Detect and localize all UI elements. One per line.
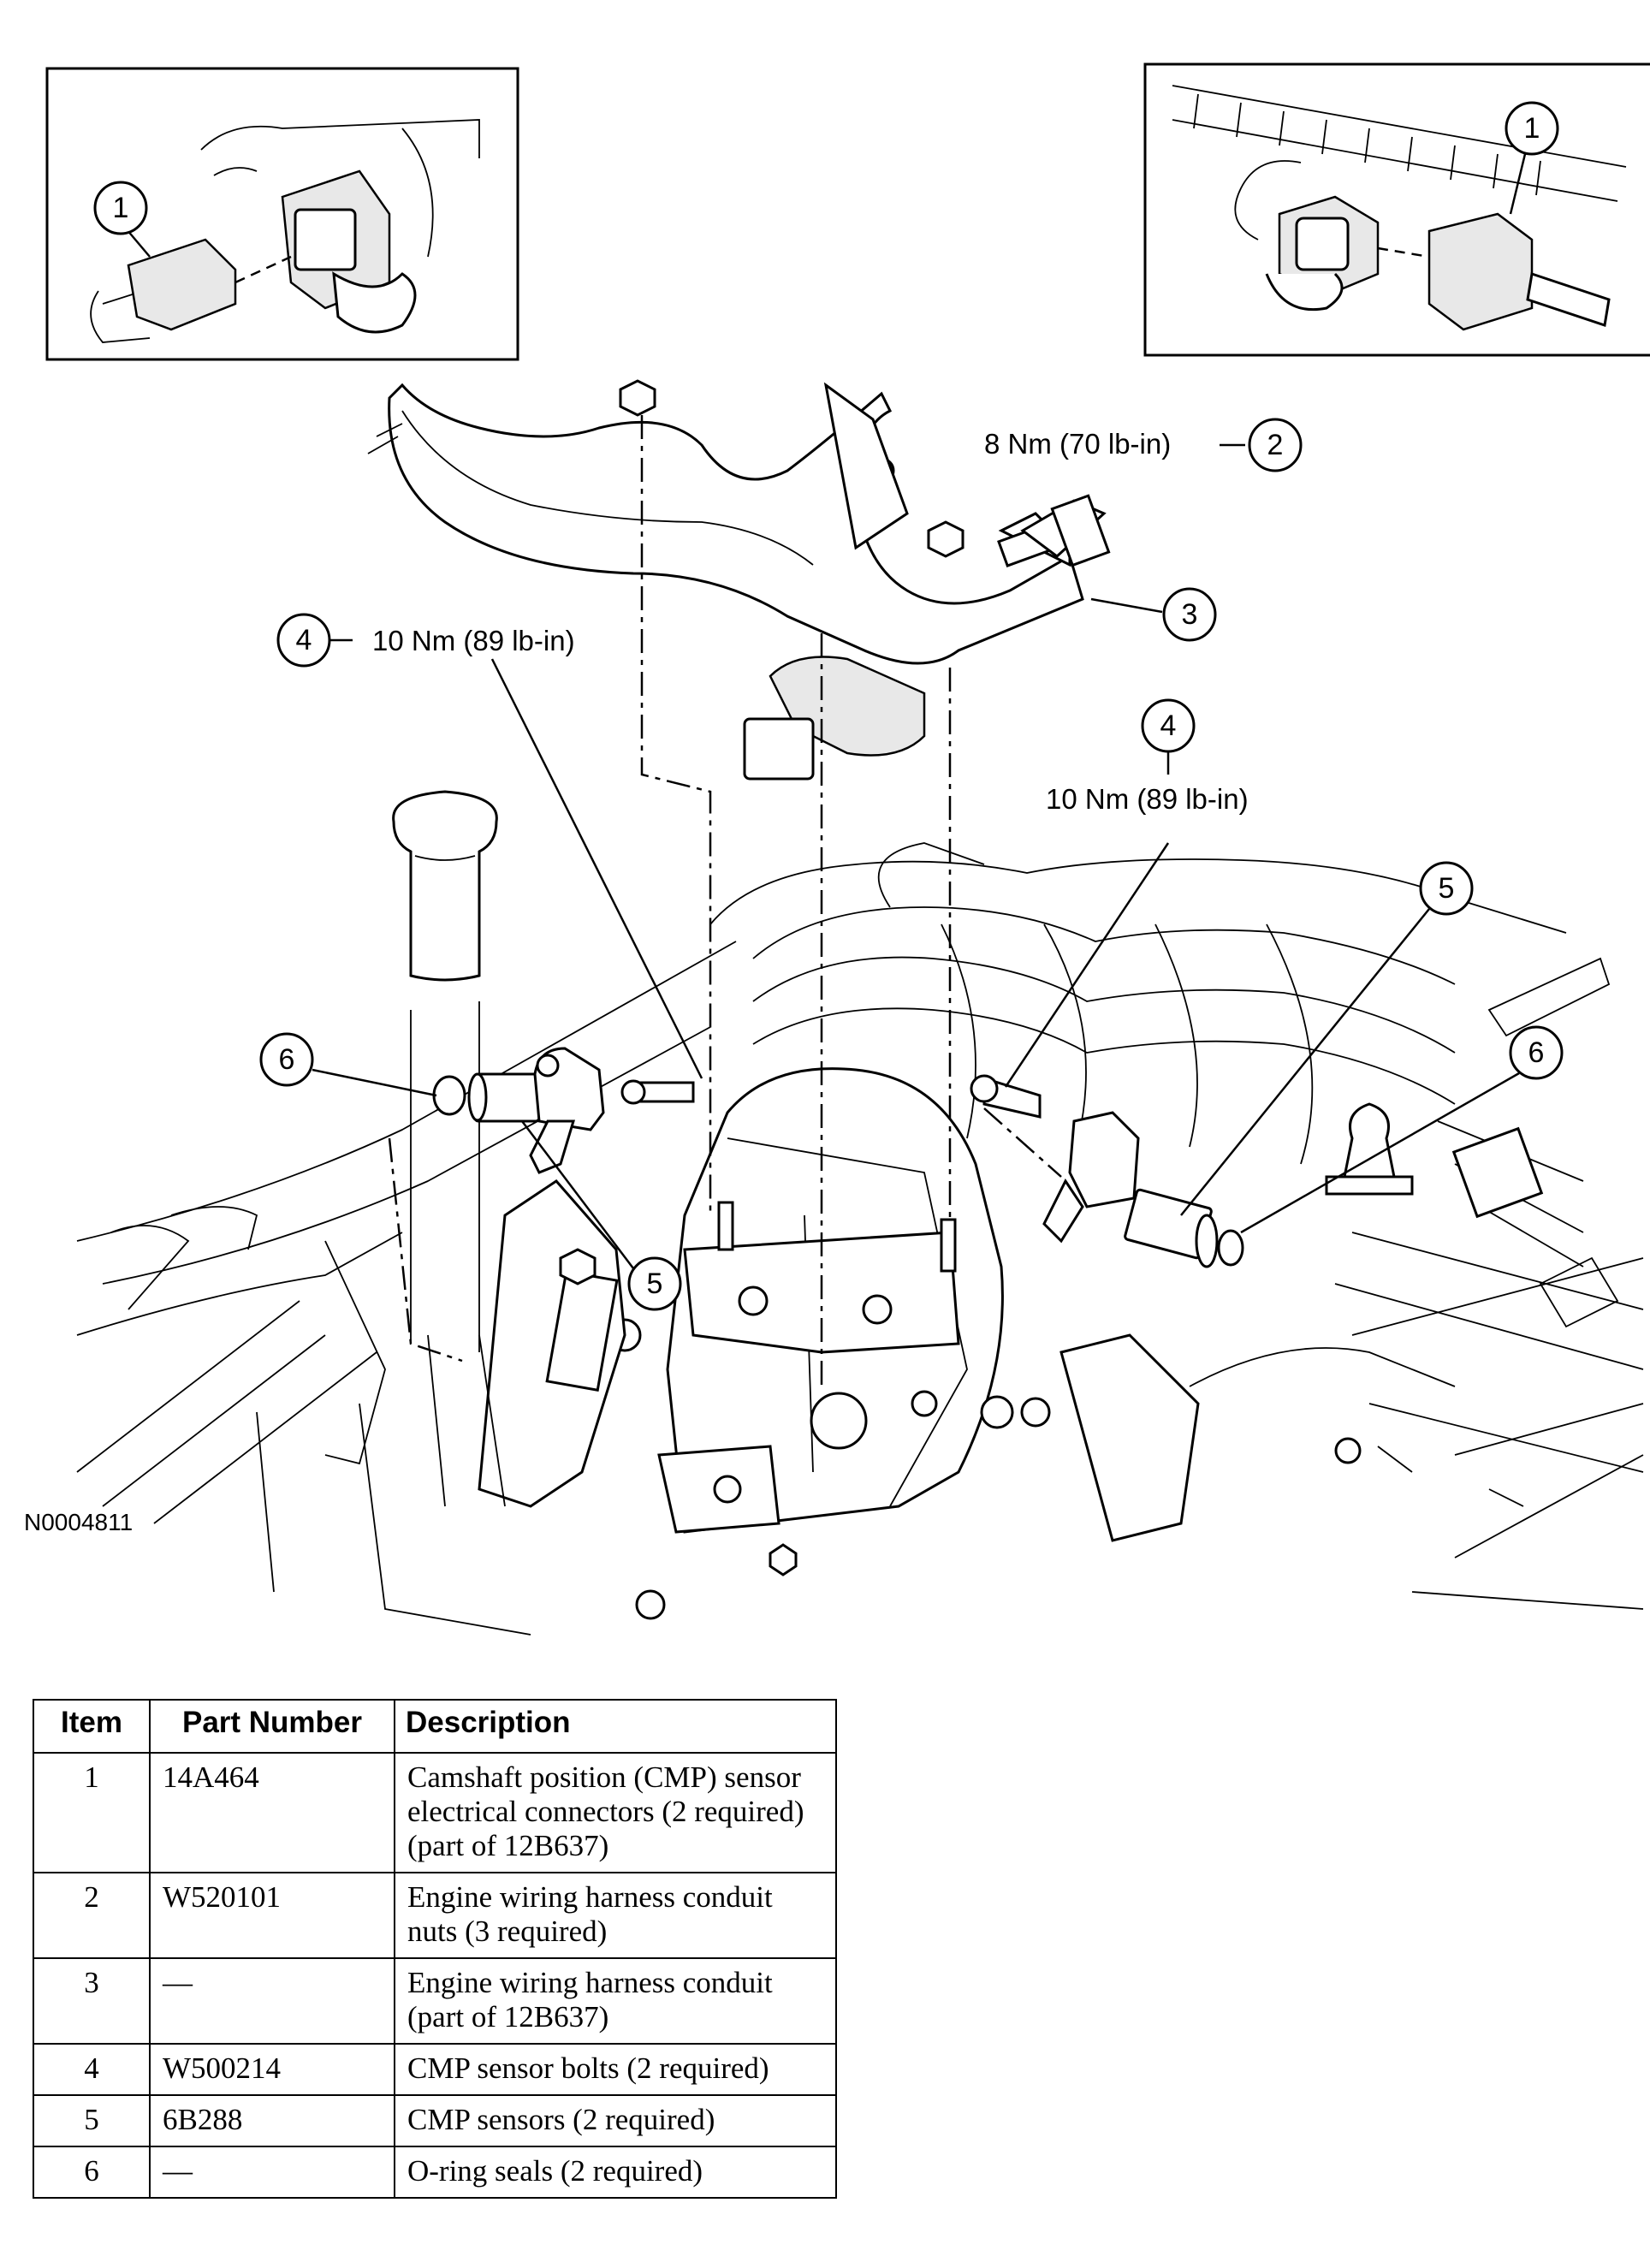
- callout-5-left: 5: [647, 1268, 663, 1300]
- row-part-number: —: [149, 1957, 395, 2045]
- nut-right: [927, 520, 964, 558]
- callout-1-left: 1: [113, 192, 129, 224]
- row-description: CMP sensor bolts (2 required): [394, 2043, 837, 2096]
- table-row: 1 14A464 Camshaft position (CMP) sensor …: [33, 1752, 837, 1873]
- torque-label-bolt-left: 10 Nm (89 lb-in): [372, 625, 575, 656]
- torque-label-bolt-right: 10 Nm (89 lb-in): [1046, 783, 1249, 815]
- inset-right: 1: [1143, 62, 1650, 357]
- table-header-row: Item Part Number Description: [33, 1699, 837, 1754]
- row-part-number: 14A464: [149, 1752, 395, 1873]
- row-description: O-ring seals (2 required): [394, 2146, 837, 2199]
- row-item: 1: [33, 1752, 151, 1873]
- row-description: Engine wiring harness conduit nuts (3 re…: [394, 1872, 837, 1959]
- callout-1-right: 1: [1524, 112, 1540, 145]
- header-item: Item: [33, 1699, 151, 1754]
- callout-4-left: 4: [296, 624, 312, 656]
- sensor-right: [970, 1074, 1244, 1268]
- sensor-left: [432, 1047, 695, 1174]
- row-description: Engine wiring harness conduit (part of 1…: [394, 1957, 837, 2045]
- header-part-number: Part Number: [149, 1699, 395, 1754]
- row-description: Camshaft position (CMP) sensor electrica…: [394, 1752, 837, 1873]
- row-description: CMP sensors (2 required): [394, 2094, 837, 2147]
- row-item: 3: [33, 1957, 151, 2045]
- row-item: 2: [33, 1872, 151, 1959]
- row-part-number: —: [149, 2146, 395, 2199]
- callout-3: 3: [1182, 598, 1198, 631]
- row-item: 4: [33, 2043, 151, 2096]
- parts-table: Item Part Number Description 1 14A464 Ca…: [33, 1699, 837, 2199]
- table-row: 5 6B288 CMP sensors (2 required): [33, 2094, 837, 2147]
- row-item: 5: [33, 2094, 151, 2147]
- row-part-number: W520101: [149, 1872, 395, 1959]
- exploded-view-diagram: 1 1 8 Nm (70 lb-in): [45, 62, 1650, 1636]
- row-item: 6: [33, 2146, 151, 2199]
- callout-6-left: 6: [279, 1043, 295, 1076]
- table-row: 2 W520101 Engine wiring harness conduit …: [33, 1872, 837, 1959]
- leader-lines: [388, 415, 1170, 1386]
- table-row: 3 — Engine wiring harness conduit (part …: [33, 1957, 837, 2045]
- table-row: 6 — O-ring seals (2 required): [33, 2146, 837, 2199]
- header-description: Description: [394, 1699, 837, 1754]
- callout-4-right: 4: [1160, 709, 1177, 742]
- callout-2: 2: [1267, 429, 1284, 461]
- harness-conduit: [367, 382, 1111, 781]
- row-part-number: 6B288: [149, 2094, 395, 2147]
- figure-reference-id: N0004811: [24, 1509, 134, 1535]
- callout-5-right: 5: [1439, 872, 1455, 905]
- row-part-number: W500214: [149, 2043, 395, 2096]
- torque-label-nut: 8 Nm (70 lb-in): [984, 428, 1171, 460]
- table-row: 4 W500214 CMP sensor bolts (2 required): [33, 2043, 837, 2096]
- callout-6-right: 6: [1528, 1036, 1545, 1069]
- nut-left: [619, 379, 656, 417]
- engine-assembly: [76, 790, 1644, 1636]
- inset-left: 1: [45, 67, 519, 361]
